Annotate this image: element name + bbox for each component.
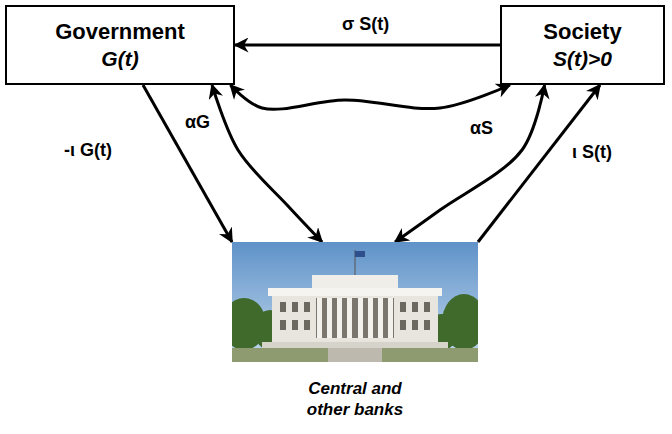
node-title: Society: [543, 19, 621, 45]
process-box: GovernmentG(t): [5, 5, 235, 85]
process-box: SocietyS(t)>0: [500, 5, 665, 85]
node-subtitle: G(t): [101, 46, 138, 71]
building: [262, 250, 448, 348]
lawn: [232, 348, 478, 362]
arrow-connector: [230, 85, 510, 109]
bank-building-photo: [232, 242, 478, 362]
node-title: Central and other banks: [295, 379, 415, 420]
edge-label: -ι G(t): [62, 140, 114, 162]
edge-label: αG: [183, 112, 212, 134]
edge-label: αS: [468, 118, 495, 140]
bank-picture: Central and other banks: [232, 242, 478, 422]
trees: [232, 294, 478, 350]
node-title: Government: [55, 19, 185, 45]
sky: [232, 242, 478, 362]
edge-label: σ S(t): [340, 14, 391, 36]
path: [328, 348, 382, 362]
edge-label: ι S(t): [570, 142, 614, 164]
arrow-connector: [235, 44, 500, 47]
node-subtitle: S(t)>0: [553, 46, 612, 71]
